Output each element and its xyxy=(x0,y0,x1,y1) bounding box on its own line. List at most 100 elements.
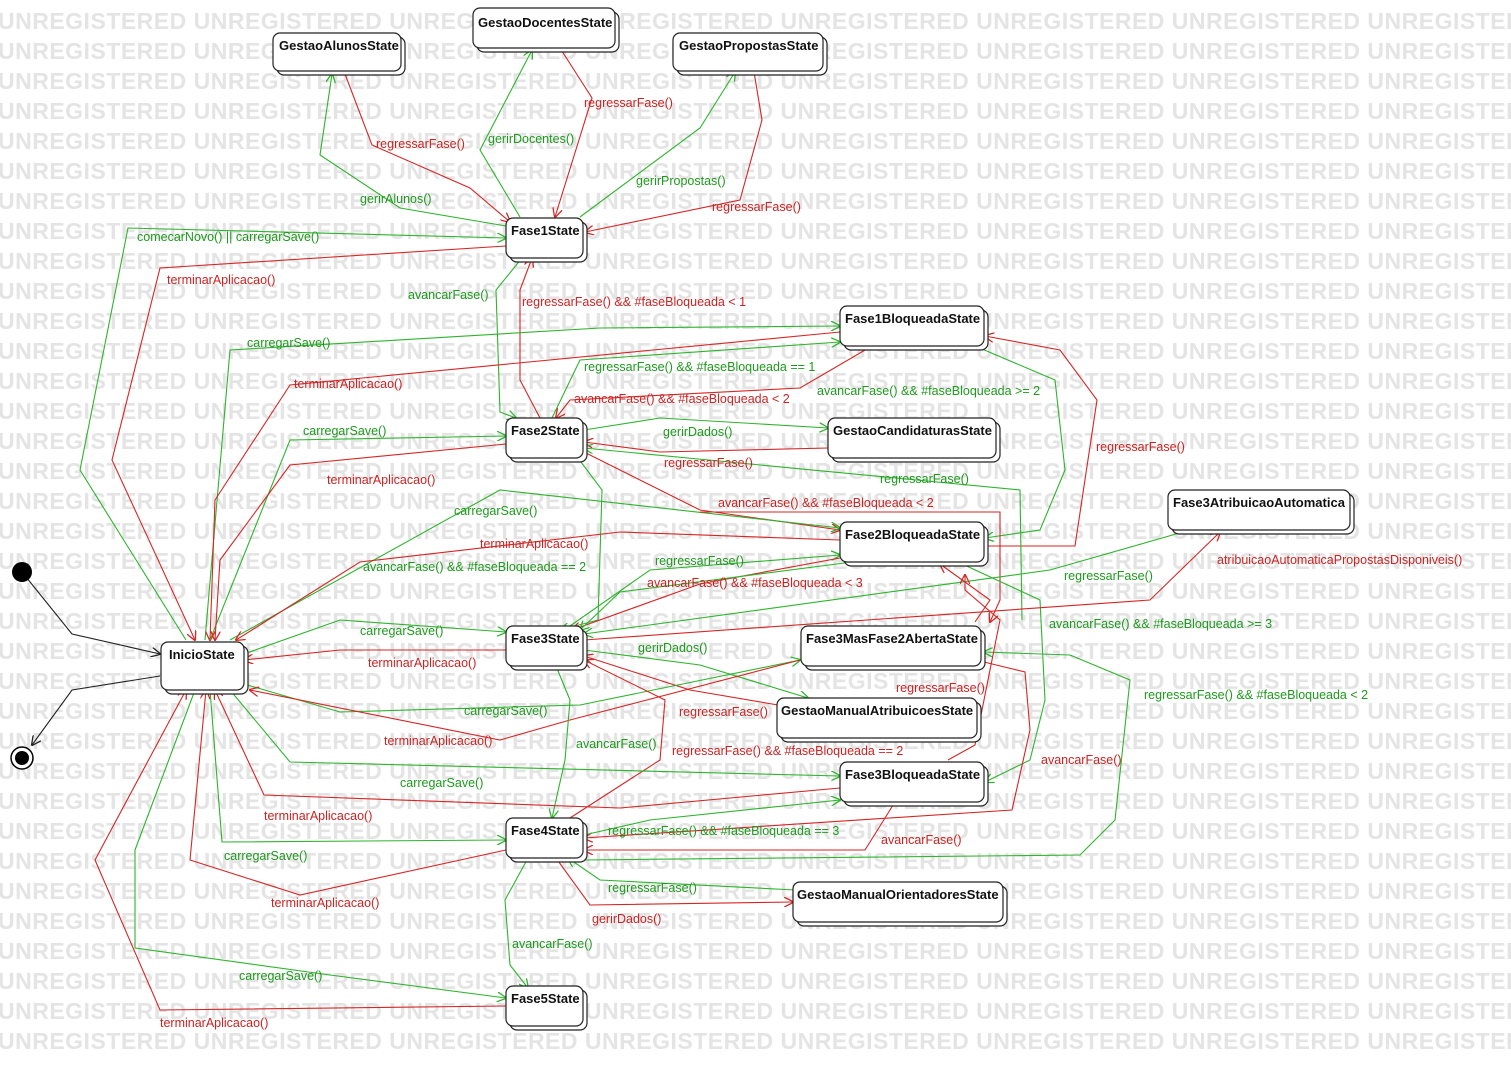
state-gestao-manual-orientadores[interactable]: GestaoManualOrientadoresState xyxy=(792,881,1008,927)
state-label: GestaoManualOrientadoresState xyxy=(797,887,999,902)
state-fase3[interactable]: Fase3State xyxy=(505,625,588,671)
transition-label: carregarSave() xyxy=(247,336,330,350)
transition-label: regressarFase() xyxy=(584,96,673,110)
transition-label: terminarAplicacao() xyxy=(480,537,588,551)
edge-fase3bloq-to-fase2bloq xyxy=(947,575,1001,761)
state-label: GestaoCandidaturasState xyxy=(833,423,992,438)
edge-gmo-to-fase4 xyxy=(568,858,796,891)
transition-label: carregarSave() xyxy=(400,776,483,790)
transition-label: regressarFase() && #faseBloqueada == 3 xyxy=(608,824,839,838)
state-label: Fase3BloqueadaState xyxy=(845,767,980,782)
state-fase2[interactable]: Fase2State xyxy=(505,417,588,463)
transitions xyxy=(21,47,1220,1011)
state-fase3-bloqueada[interactable]: Fase3BloqueadaState xyxy=(839,761,989,807)
edge-inicio-to-fase1 xyxy=(79,227,506,641)
state-fase3-atribuicao-automatica[interactable]: Fase3AtribuicaoAutomatica xyxy=(1167,489,1355,535)
transition-label: gerirDados() xyxy=(663,425,732,439)
transition-label: regressarFase() xyxy=(655,554,744,568)
edge-fase1-to-inicio xyxy=(111,245,507,640)
final-transition xyxy=(32,675,161,745)
transition-label: gerirDados() xyxy=(638,641,707,655)
transition-label: avancarFase() && #faseBloqueada < 2 xyxy=(574,392,790,406)
state-inicio[interactable]: InicioState xyxy=(160,641,249,695)
edge-fase1-to-gestao-docentes xyxy=(479,50,532,218)
edge-fase4-to-fase3bloq xyxy=(583,800,840,836)
edge-fase3-to-fase4 xyxy=(552,665,571,818)
transition-label: gerirAlunos() xyxy=(360,192,432,206)
state-gestao-propostas[interactable]: GestaoPropostasState xyxy=(672,32,828,76)
edge-fase2bloq-to-fase3 xyxy=(572,557,841,630)
edge-inicio-to-fase3 xyxy=(243,619,506,655)
edge-fase1-to-gestao-alunos xyxy=(319,74,507,227)
transition-label: avancarFase() xyxy=(512,937,593,951)
edge-fase2bloq-to-fase3-b xyxy=(580,561,853,630)
edge-fase2bloq-to-fase1bloq xyxy=(985,336,1098,547)
initial-transition xyxy=(21,571,160,654)
state-fase1-bloqueada[interactable]: Fase1BloqueadaState xyxy=(839,305,989,351)
transition-label: avancarFase() && #faseBloqueada == 2 xyxy=(363,560,586,574)
edge-fase2bloq-to-inicio xyxy=(236,531,841,640)
state-fase3-mas-fase2-aberta[interactable]: Fase3MasFase2AbertaState xyxy=(800,625,986,671)
state-fase1[interactable]: Fase1State xyxy=(505,217,588,263)
transition-label: terminarAplicacao() xyxy=(368,656,476,670)
state-label: GestaoAlunosState xyxy=(279,38,399,53)
transition-label: carregarSave() xyxy=(360,624,443,638)
transition-label: regressarFase() && #faseBloqueada == 2 xyxy=(672,744,903,758)
state-fase2-bloqueada[interactable]: Fase2BloqueadaState xyxy=(839,521,989,567)
transition-label: regressarFase() && #faseBloqueada < 2 xyxy=(1144,688,1368,702)
transition-label: gerirPropostas() xyxy=(636,174,726,188)
edge-gestao-alunos-to-fase1 xyxy=(344,73,510,222)
initial-state xyxy=(12,562,32,582)
transition-label: regressarFase() xyxy=(712,200,801,214)
final-state xyxy=(10,746,34,770)
transition-label: gerirDocentes() xyxy=(488,132,574,146)
edge-gestao-propostas-to-fase1 xyxy=(585,71,763,232)
state-fase4[interactable]: Fase4State xyxy=(505,817,588,863)
edge-fase3-to-fase2 xyxy=(584,448,1023,621)
edge-fase2-to-inicio xyxy=(215,443,507,640)
edge-fase1bloq-to-fase2bloq xyxy=(974,345,1066,538)
transition-label: atribuicaoAutomaticaPropostasDisponiveis… xyxy=(1217,553,1462,567)
transition-label: regressarFase() xyxy=(880,472,969,486)
transition-label: carregarSave() xyxy=(454,504,537,518)
transition-label: avancarFase() xyxy=(576,737,657,751)
state-label: Fase2State xyxy=(511,423,580,438)
edge-fase3bloq-to-inicio xyxy=(215,690,841,809)
edge-fase3-to-gma xyxy=(583,649,808,698)
state-label: Fase5State xyxy=(511,991,580,1006)
edge-inicio-to-fase3bloq xyxy=(229,689,840,776)
state-gestao-docentes[interactable]: GestaoDocentesState xyxy=(472,7,620,53)
transition-label: avancarFase() xyxy=(881,833,962,847)
transition-label: terminarAplicacao() xyxy=(167,273,275,287)
transition-label: terminarAplicacao() xyxy=(294,377,402,391)
edge-fase2-to-fase1bloq xyxy=(551,342,840,419)
transition-label: regressarFase() && #faseBloqueada == 1 xyxy=(584,360,815,374)
transition-label: regressarFase() xyxy=(376,137,465,151)
transition-label: regressarFase() xyxy=(679,705,768,719)
state-gestao-candidaturas[interactable]: GestaoCandidaturasState xyxy=(827,417,1001,463)
transition-label: terminarAplicacao() xyxy=(384,734,492,748)
edge-fase3bloq-to-fase4 xyxy=(584,801,896,850)
state-fase5[interactable]: Fase5State xyxy=(505,985,588,1031)
edge-fase3-to-auto xyxy=(583,532,1220,641)
transition-label: regressarFase() xyxy=(896,681,985,695)
transition-label: regressarFase() xyxy=(664,456,753,470)
edge-f3mas-to-fase2bloq xyxy=(940,564,991,623)
state-gestao-alunos[interactable]: GestaoAlunosState xyxy=(272,32,406,76)
state-gestao-manual-atribuicoes[interactable]: GestaoManualAtribuicoesState xyxy=(776,697,982,743)
transition-label: avancarFase() && #faseBloqueada < 2 xyxy=(718,496,934,510)
transition-label: terminarAplicacao() xyxy=(327,473,435,487)
state-label: Fase3MasFase2AbertaState xyxy=(806,631,978,646)
state-label: Fase2BloqueadaState xyxy=(845,527,980,542)
edge-fase4-to-gmo xyxy=(555,857,793,905)
transition-label: regressarFase() && #faseBloqueada < 1 xyxy=(522,295,746,309)
transition-label: avancarFase() xyxy=(408,288,489,302)
edge-inicio-to-fase1bloq xyxy=(204,326,840,641)
transition-label: carregarSave() xyxy=(464,704,547,718)
transition-label: comecarNovo() || carregarSave() xyxy=(137,230,319,244)
edge-fase3-to-inicio xyxy=(244,649,506,660)
edge-fase4-to-f3mas xyxy=(583,652,1131,861)
edge-inicio-to-fase5 xyxy=(134,689,506,998)
transition-label: avancarFase() xyxy=(1041,753,1122,767)
